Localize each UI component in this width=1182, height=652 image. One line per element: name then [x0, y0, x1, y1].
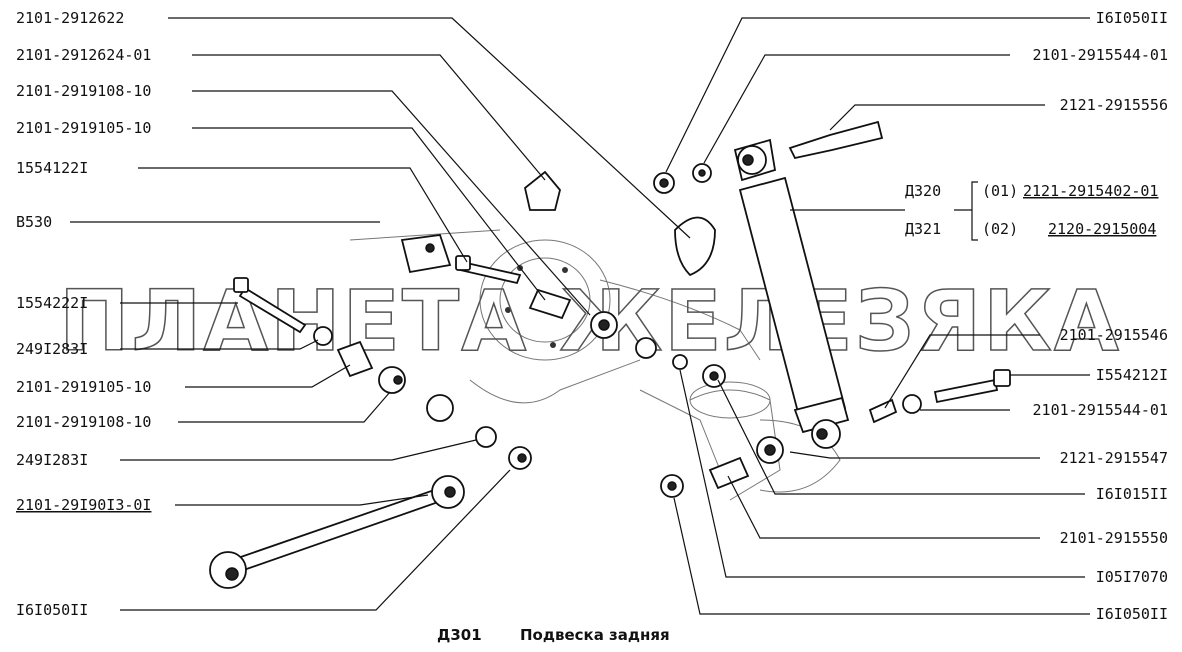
rod-icon	[209, 475, 465, 589]
label-right-8: 2101-2915550	[1060, 529, 1168, 547]
washer-icon	[692, 163, 712, 183]
variant-b: (02)	[982, 220, 1018, 238]
shock-variants: Д320 Д321 (01) (02) 2121-2915402-01 2120…	[905, 182, 1158, 238]
buffer-icon	[523, 170, 716, 277]
label-right-6: 2121-2915547	[1060, 449, 1168, 467]
label-right-2: 2121-2915556	[1060, 96, 1168, 114]
axle-housing-icon	[349, 229, 841, 501]
caption-title: Подвеска задняя	[520, 626, 670, 644]
label-left-0: 2101-2912622	[16, 9, 124, 27]
label-right-10: I6I050II	[1096, 605, 1168, 623]
model-b: Д321	[905, 220, 941, 238]
label-right-5: 2101-2915544-01	[1033, 401, 1168, 419]
part-b: 2120-2915004	[1048, 220, 1156, 238]
bolt-icon	[233, 255, 1011, 404]
label-left-7: 249I283I	[16, 340, 88, 358]
pin-icon	[788, 120, 884, 160]
label-left-9: 2101-2919108-10	[16, 413, 151, 431]
bushing-right-icon	[660, 354, 922, 498]
caption-code: Д301	[437, 626, 482, 644]
label-left-12: I6I050II	[16, 601, 88, 619]
label-right-9: I05I7070	[1096, 568, 1168, 586]
variant-a: (01)	[982, 182, 1018, 200]
leader-lines-left	[70, 17, 691, 611]
label-right-3: 2101-2915546	[1060, 326, 1168, 344]
nut-icon	[653, 172, 675, 194]
label-right-0: I6I050II	[1096, 9, 1168, 27]
label-left-5: B530	[16, 213, 52, 231]
caption: Д301 Подвеска задняя	[437, 626, 670, 644]
leader-lines-right	[665, 17, 1090, 615]
label-left-6: 1554222I	[16, 294, 88, 312]
shock-absorber-icon	[733, 138, 850, 449]
labels-right: I6I050II 2101-2915544-01 2121-2915556 21…	[1033, 9, 1168, 623]
bracket-icon	[400, 234, 452, 274]
label-left-10: 249I283I	[16, 451, 88, 469]
label-right-1: 2101-2915544-01	[1033, 46, 1168, 64]
label-left-3: 2101-2919105-10	[16, 119, 151, 137]
label-left-4: 1554122I	[16, 159, 88, 177]
shock-bracket	[954, 181, 978, 241]
label-left-8: 2101-2919105-10	[16, 378, 151, 396]
model-a: Д320	[905, 182, 941, 200]
label-right-7: I6I015II	[1096, 485, 1168, 503]
watermark: ПЛАНЕТА ЖЕЛЕЗЯКА	[59, 272, 1121, 370]
labels-left: 2101-2912622 2101-2912624-01 2101-291910…	[16, 9, 151, 619]
label-right-4: I554212I	[1096, 366, 1168, 384]
label-left-11: 2101-29I90I3-0I	[16, 496, 151, 514]
part-a: 2121-2915402-01	[1023, 182, 1158, 200]
label-left-1: 2101-2912624-01	[16, 46, 151, 64]
label-left-2: 2101-2919108-10	[16, 82, 151, 100]
